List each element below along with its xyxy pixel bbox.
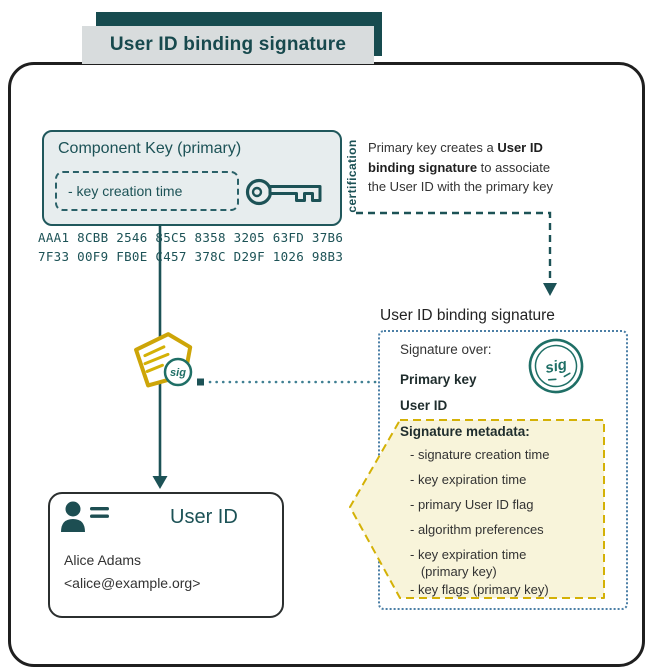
- binding-signature-title: User ID binding signature: [380, 307, 555, 324]
- user-id-title: User ID: [170, 506, 238, 528]
- banner: User ID binding signature: [82, 26, 374, 64]
- person-id-icon: [58, 500, 112, 543]
- description-part1: Primary key creates a: [368, 140, 498, 155]
- signature-over-user-id: User ID: [400, 398, 448, 413]
- badge-sig-text: sig: [170, 367, 186, 379]
- stamp-sig-text: sig: [544, 356, 569, 377]
- key-fingerprint: AAA1 8CBB 2546 85C5 8358 3205 63FD 37B6 …: [38, 228, 343, 266]
- user-name: Alice Adams: [64, 552, 142, 568]
- page-title: User ID binding signature: [109, 34, 347, 55]
- description-part2: to associate the User ID with the primar…: [368, 159, 553, 195]
- metadata-item: - algorithm preferences: [410, 522, 544, 537]
- signature-over-label: Signature over:: [400, 342, 492, 357]
- description-bold: User ID binding signature: [368, 140, 543, 175]
- sig-stamp-icon: sig: [524, 334, 588, 403]
- fingerprint-line2: 7F33 00F9 FB0E C457 378C D29F 1026 98B3: [38, 249, 344, 264]
- metadata-item: - primary User ID flag: [410, 497, 534, 512]
- metadata-item: - signature creation time: [410, 447, 550, 462]
- user-email: <alice@example.org>: [64, 575, 201, 591]
- metadata-item: - key expiration time (primary key): [410, 547, 527, 579]
- key-icon: [243, 172, 327, 217]
- metadata-item: - key flags (primary key): [410, 582, 549, 597]
- key-creation-time-field: - key creation time: [55, 171, 239, 211]
- metadata-item: - key expiration time: [410, 472, 527, 487]
- signature-metadata-label: Signature metadata:: [400, 424, 530, 439]
- fingerprint-line1: AAA1 8CBB 2546 85C5 8358 3205 63FD 37B6: [38, 230, 344, 245]
- signature-badge-icon: sig: [126, 330, 204, 399]
- user-id-box: [48, 492, 284, 618]
- signature-over-primary-key: Primary key: [400, 372, 477, 387]
- key-creation-time-label: - key creation time: [68, 183, 183, 199]
- description-text: Primary key creates a User ID binding si…: [368, 138, 566, 197]
- component-key-title: Component Key (primary): [58, 140, 242, 157]
- certification-label: certification: [345, 139, 359, 213]
